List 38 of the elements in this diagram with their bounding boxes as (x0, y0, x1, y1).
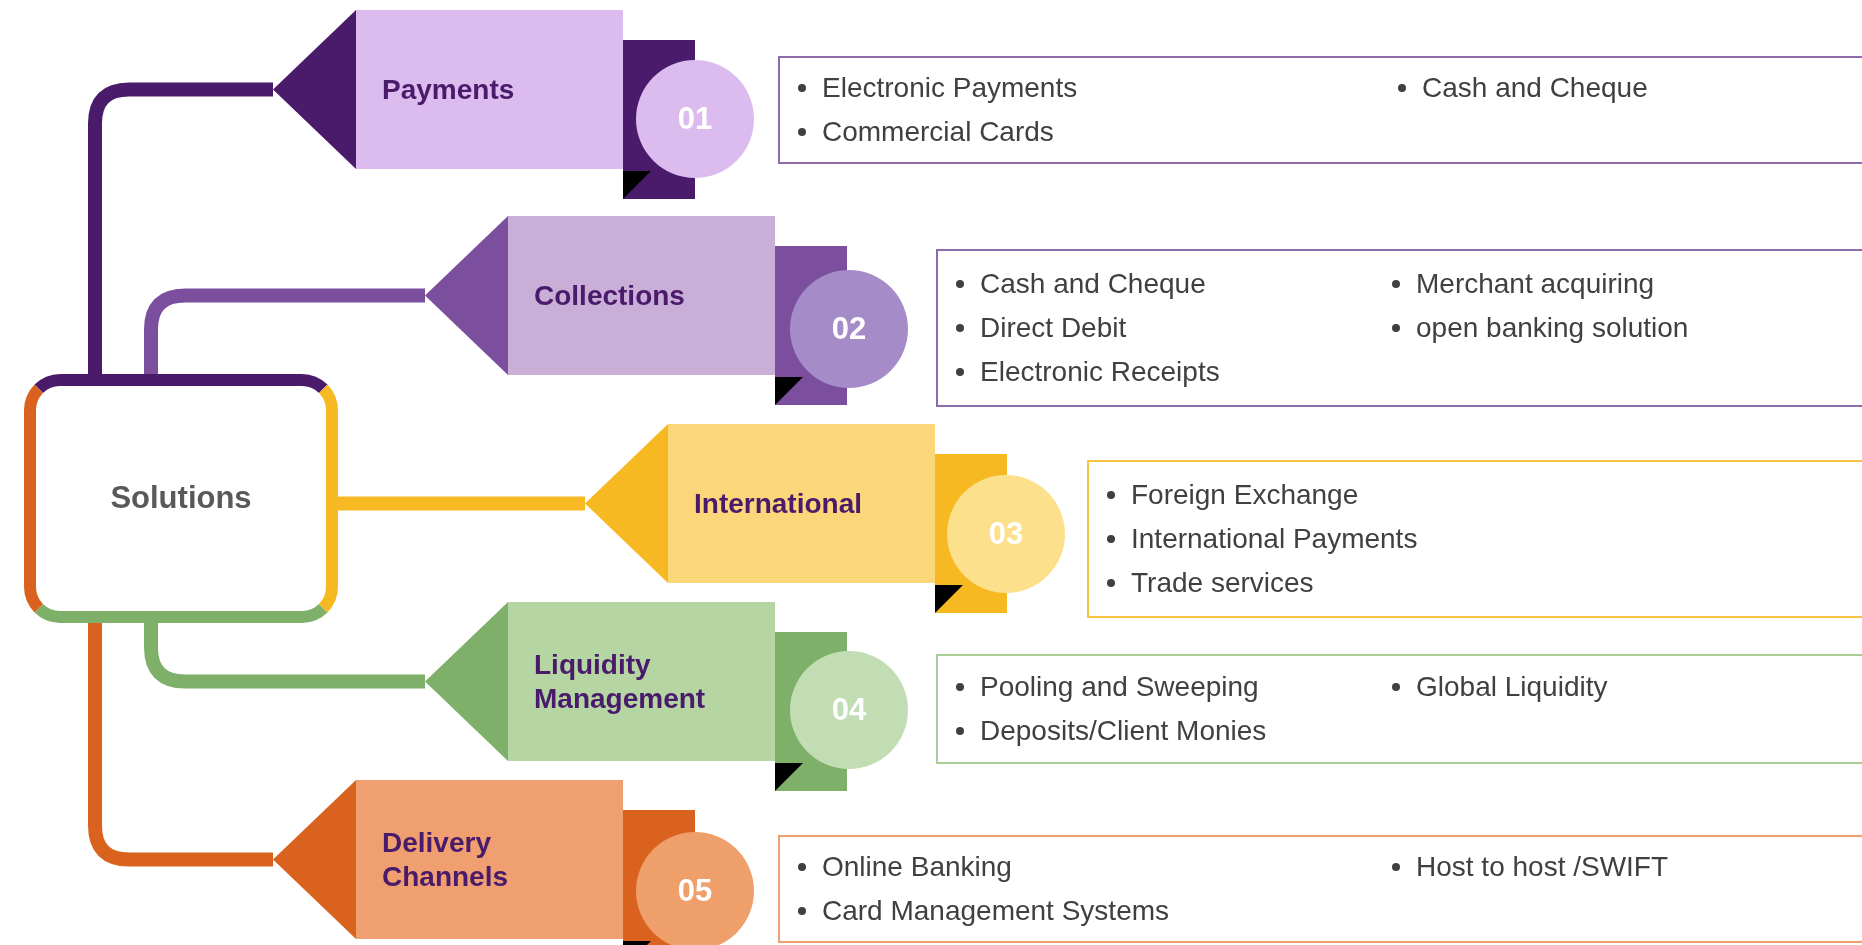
category-arrow-box (273, 10, 623, 169)
bullet-item: Foreign Exchange (1131, 478, 1359, 512)
bullet-item: Host to host /SWIFT (1416, 850, 1669, 884)
bullet-item: Online Banking (822, 850, 1012, 884)
bullet-item: Pooling and Sweeping (980, 670, 1259, 704)
bullet-item: Trade services (1131, 566, 1314, 600)
category-title: International (694, 486, 863, 521)
bullet-item: Deposits/Client Monies (980, 714, 1267, 748)
category-title: Liquidity Management (534, 647, 707, 716)
category-title: Delivery Channels (382, 825, 510, 894)
category-title: Payments (382, 72, 516, 107)
bullet-item: Cash and Cheque (980, 267, 1206, 301)
bullet-item: Electronic Receipts (980, 355, 1220, 389)
bullet-item: Cash and Cheque (1422, 71, 1648, 105)
bullet-list-box (778, 835, 1862, 943)
connector-line (338, 496, 585, 511)
bullet-item: International Payments (1131, 522, 1418, 556)
bullet-list-box (778, 56, 1862, 164)
category-arrow-box (273, 780, 623, 939)
bullet-list-box (936, 249, 1862, 407)
bullet-item: Direct Debit (980, 311, 1127, 345)
bullet-item: Commercial Cards (822, 115, 1054, 149)
bullet-item: open banking solution (1416, 311, 1689, 345)
category-title: Collections (534, 278, 686, 313)
connector-line (144, 288, 425, 374)
bullet-item: Global Liquidity (1416, 670, 1608, 704)
connector-line (88, 82, 273, 374)
solutions-box (24, 374, 338, 623)
category-arrow-box (585, 424, 935, 583)
category-arrow-box (425, 216, 775, 375)
bullet-item: Card Management Systems (822, 894, 1170, 928)
connector-line (88, 623, 273, 867)
bullet-item: Electronic Payments (822, 71, 1078, 105)
category-arrow-box (425, 602, 775, 761)
bullet-item: Merchant acquiring (1416, 267, 1655, 301)
node-title: Solutions (110, 479, 252, 518)
bullet-list-box (936, 654, 1862, 764)
bullet-list-box (1087, 460, 1862, 618)
